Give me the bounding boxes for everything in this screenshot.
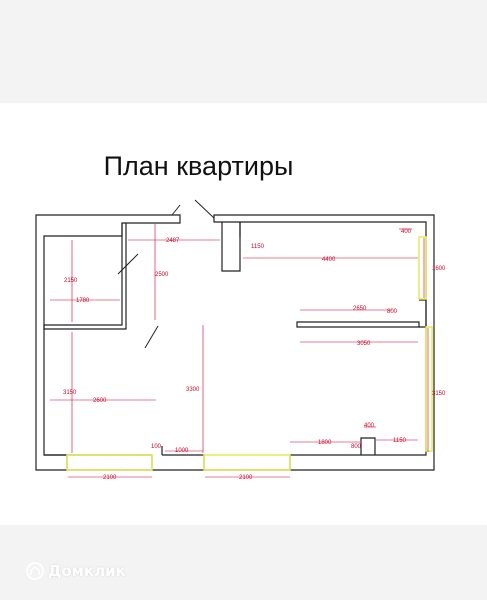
dimension-labels: 2487 1150 400 4400 1600 2150 1780 2500 2… [63, 229, 446, 481]
window-right-bottom [425, 326, 433, 452]
wall-room1-right [43, 223, 127, 330]
wall-column-top [221, 222, 241, 272]
wall-bottom-mid [152, 454, 205, 471]
dimension-lines [50, 224, 429, 478]
dim-100: 100 [151, 444, 162, 450]
dim-3150-right: 3150 [432, 391, 446, 397]
dim-1150-top: 1150 [251, 244, 265, 250]
dim-800-bottom: 800 [351, 444, 362, 450]
dim-3050: 3050 [357, 341, 371, 347]
dim-2600: 2600 [93, 398, 107, 404]
watermark: Домклик [26, 562, 126, 580]
wall-bath-box [360, 437, 376, 455]
dim-400-bottom: 400 [364, 423, 375, 429]
dim-1800: 1800 [318, 440, 332, 446]
dim-1150-bottom: 1150 [393, 438, 407, 444]
dim-2100-right: 2100 [239, 475, 253, 481]
wall-middle-partition [296, 321, 420, 328]
dim-2150: 2150 [64, 278, 78, 284]
dim-2487: 2487 [166, 238, 180, 244]
dim-2650: 2650 [353, 306, 367, 312]
walls [35, 214, 435, 471]
wall-right-inner [419, 299, 427, 328]
door-entry [194, 199, 215, 219]
dim-800: 800 [387, 309, 398, 315]
window-bottom-right [203, 454, 291, 471]
doors [117, 199, 215, 349]
dim-1780: 1780 [76, 298, 90, 304]
plan-title: План квартиры [103, 151, 294, 181]
domclick-logo-icon [26, 562, 44, 580]
window-bottom-left [66, 454, 153, 471]
door-room2 [144, 325, 159, 349]
outer-wall [35, 214, 181, 471]
watermark-text: Домклик [48, 562, 126, 580]
dim-1600: 1600 [432, 266, 446, 272]
outer-wall-right [213, 214, 435, 471]
window-right-top [418, 236, 427, 300]
dim-2100-left: 2100 [103, 475, 117, 481]
dim-1000: 1000 [175, 448, 189, 454]
dim-400-top: 400 [401, 229, 412, 235]
dim-3150-left: 3150 [63, 390, 77, 396]
dim-4400: 4400 [322, 257, 336, 263]
windows [66, 236, 433, 471]
dim-3300: 3300 [186, 387, 200, 393]
door-left [171, 204, 181, 216]
wall-bottom-left [67, 455, 153, 471]
dim-2500: 2500 [155, 272, 169, 278]
door-room1 [117, 253, 139, 275]
